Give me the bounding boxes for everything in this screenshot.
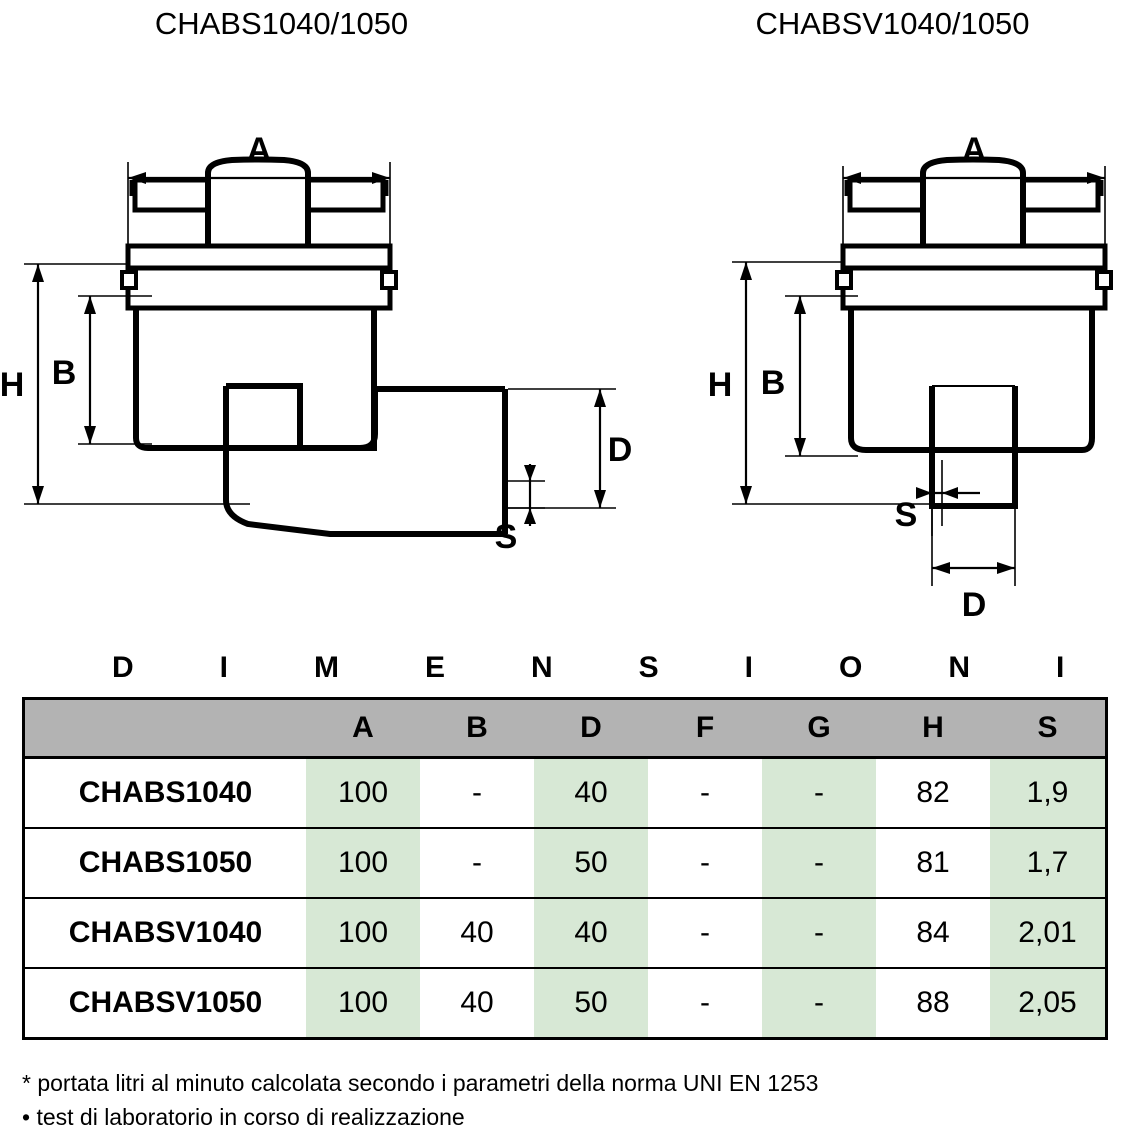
dimension-d-left: D	[508, 388, 633, 509]
table-cell-f: -	[648, 757, 762, 828]
table-header-s: S	[990, 698, 1107, 759]
footnote-1: * portata litri al minuto calcolata seco…	[22, 1070, 819, 1096]
drawing-chabs-side-outlet: A H B D	[0, 131, 633, 556]
dimensioni-heading: DIMENSIONI	[112, 651, 1125, 684]
table-cell-a: 100	[306, 967, 420, 1039]
table-cell-s: 1,9	[990, 757, 1107, 828]
table-cell-h: 81	[876, 827, 990, 898]
table-cell-s: 1,7	[990, 827, 1107, 898]
table-header-model	[23, 698, 306, 759]
table-cell-d: 40	[534, 897, 648, 968]
dimension-b-left: B	[52, 295, 152, 445]
table-cell-s: 2,05	[990, 967, 1107, 1039]
dimension-s-right: S	[895, 460, 980, 536]
dimension-label-d-right: D	[962, 586, 987, 624]
table-header-h: H	[876, 698, 990, 759]
dimension-label-d-left: D	[608, 431, 633, 469]
table-cell-g: -	[762, 827, 876, 898]
drawing-title-right: CHABSV1040/1050	[755, 6, 1030, 41]
dimension-label-b-right: B	[761, 364, 786, 402]
table-cell-model: CHABS1040	[23, 757, 306, 828]
table-cell-a: 100	[306, 897, 420, 968]
table-cell-f: -	[648, 827, 762, 898]
table-cell-b: 40	[420, 967, 534, 1039]
dimension-label-h-left: H	[0, 366, 24, 404]
dimension-d-right: D	[931, 460, 1016, 624]
table-cell-model: CHABS1050	[23, 827, 306, 898]
table-cell-h: 88	[876, 967, 990, 1039]
dimension-h-left: H	[0, 263, 250, 505]
dimension-label-b-left: B	[52, 354, 77, 392]
table-cell-b: -	[420, 757, 534, 828]
table-cell-g: -	[762, 757, 876, 828]
trap-partition-left	[223, 383, 505, 537]
drawing-titles-row: CHABS1040/1050 CHABSV1040/1050	[0, 0, 1125, 56]
table-cell-s: 2,01	[990, 897, 1107, 968]
table-cell-g: -	[762, 897, 876, 968]
table-cell-h: 84	[876, 897, 990, 968]
dimension-h-right: H	[708, 261, 930, 505]
drawing-title-left: CHABS1040/1050	[154, 6, 409, 41]
outlet-pipe-right	[929, 385, 1018, 509]
table-header-g: G	[762, 698, 876, 759]
dimension-label-a-left: A	[247, 131, 272, 169]
table-header-a: A	[306, 698, 420, 759]
table-cell-g: -	[762, 967, 876, 1039]
table-header-b: B	[420, 698, 534, 759]
grate-handle-left	[129, 156, 389, 246]
dimension-label-s-left: S	[495, 518, 518, 556]
drain-body-left	[120, 243, 398, 451]
grate-handle-right	[844, 156, 1104, 246]
table-header-d: D	[534, 698, 648, 759]
footnotes: * portata litri al minuto calcolata seco…	[22, 1066, 1112, 1134]
drain-body-right	[835, 243, 1113, 453]
drawing-chabsv-vertical-outlet: A H B D	[708, 131, 1113, 624]
table-cell-d: 40	[534, 757, 648, 828]
table-cell-a: 100	[306, 827, 420, 898]
dimension-label-s-right: S	[895, 496, 918, 534]
outlet-pipe-left	[375, 386, 508, 534]
table-cell-b: -	[420, 827, 534, 898]
table-cell-model: CHABSV1040	[23, 897, 306, 968]
table-header-f: F	[648, 698, 762, 759]
table-cell-f: -	[648, 967, 762, 1039]
table-cell-a: 100	[306, 757, 420, 828]
dimension-a-right: A	[842, 131, 1106, 256]
table-cell-h: 82	[876, 757, 990, 828]
table-cell-b: 40	[420, 897, 534, 968]
footnote-2: • test di laboratorio in corso di realiz…	[22, 1104, 465, 1130]
dimension-s-left: S	[495, 464, 545, 556]
table-cell-d: 50	[534, 827, 648, 898]
table-cell-model: CHABSV1050	[23, 967, 306, 1039]
dimension-label-a-right: A	[962, 131, 987, 169]
technical-drawings-row: A H B D	[0, 56, 1125, 636]
dimension-a-left: A	[127, 131, 391, 246]
table-cell-f: -	[648, 897, 762, 968]
dimension-label-h-right: H	[708, 366, 733, 404]
dimension-b-right: B	[761, 295, 858, 457]
table-cell-d: 50	[534, 967, 648, 1039]
